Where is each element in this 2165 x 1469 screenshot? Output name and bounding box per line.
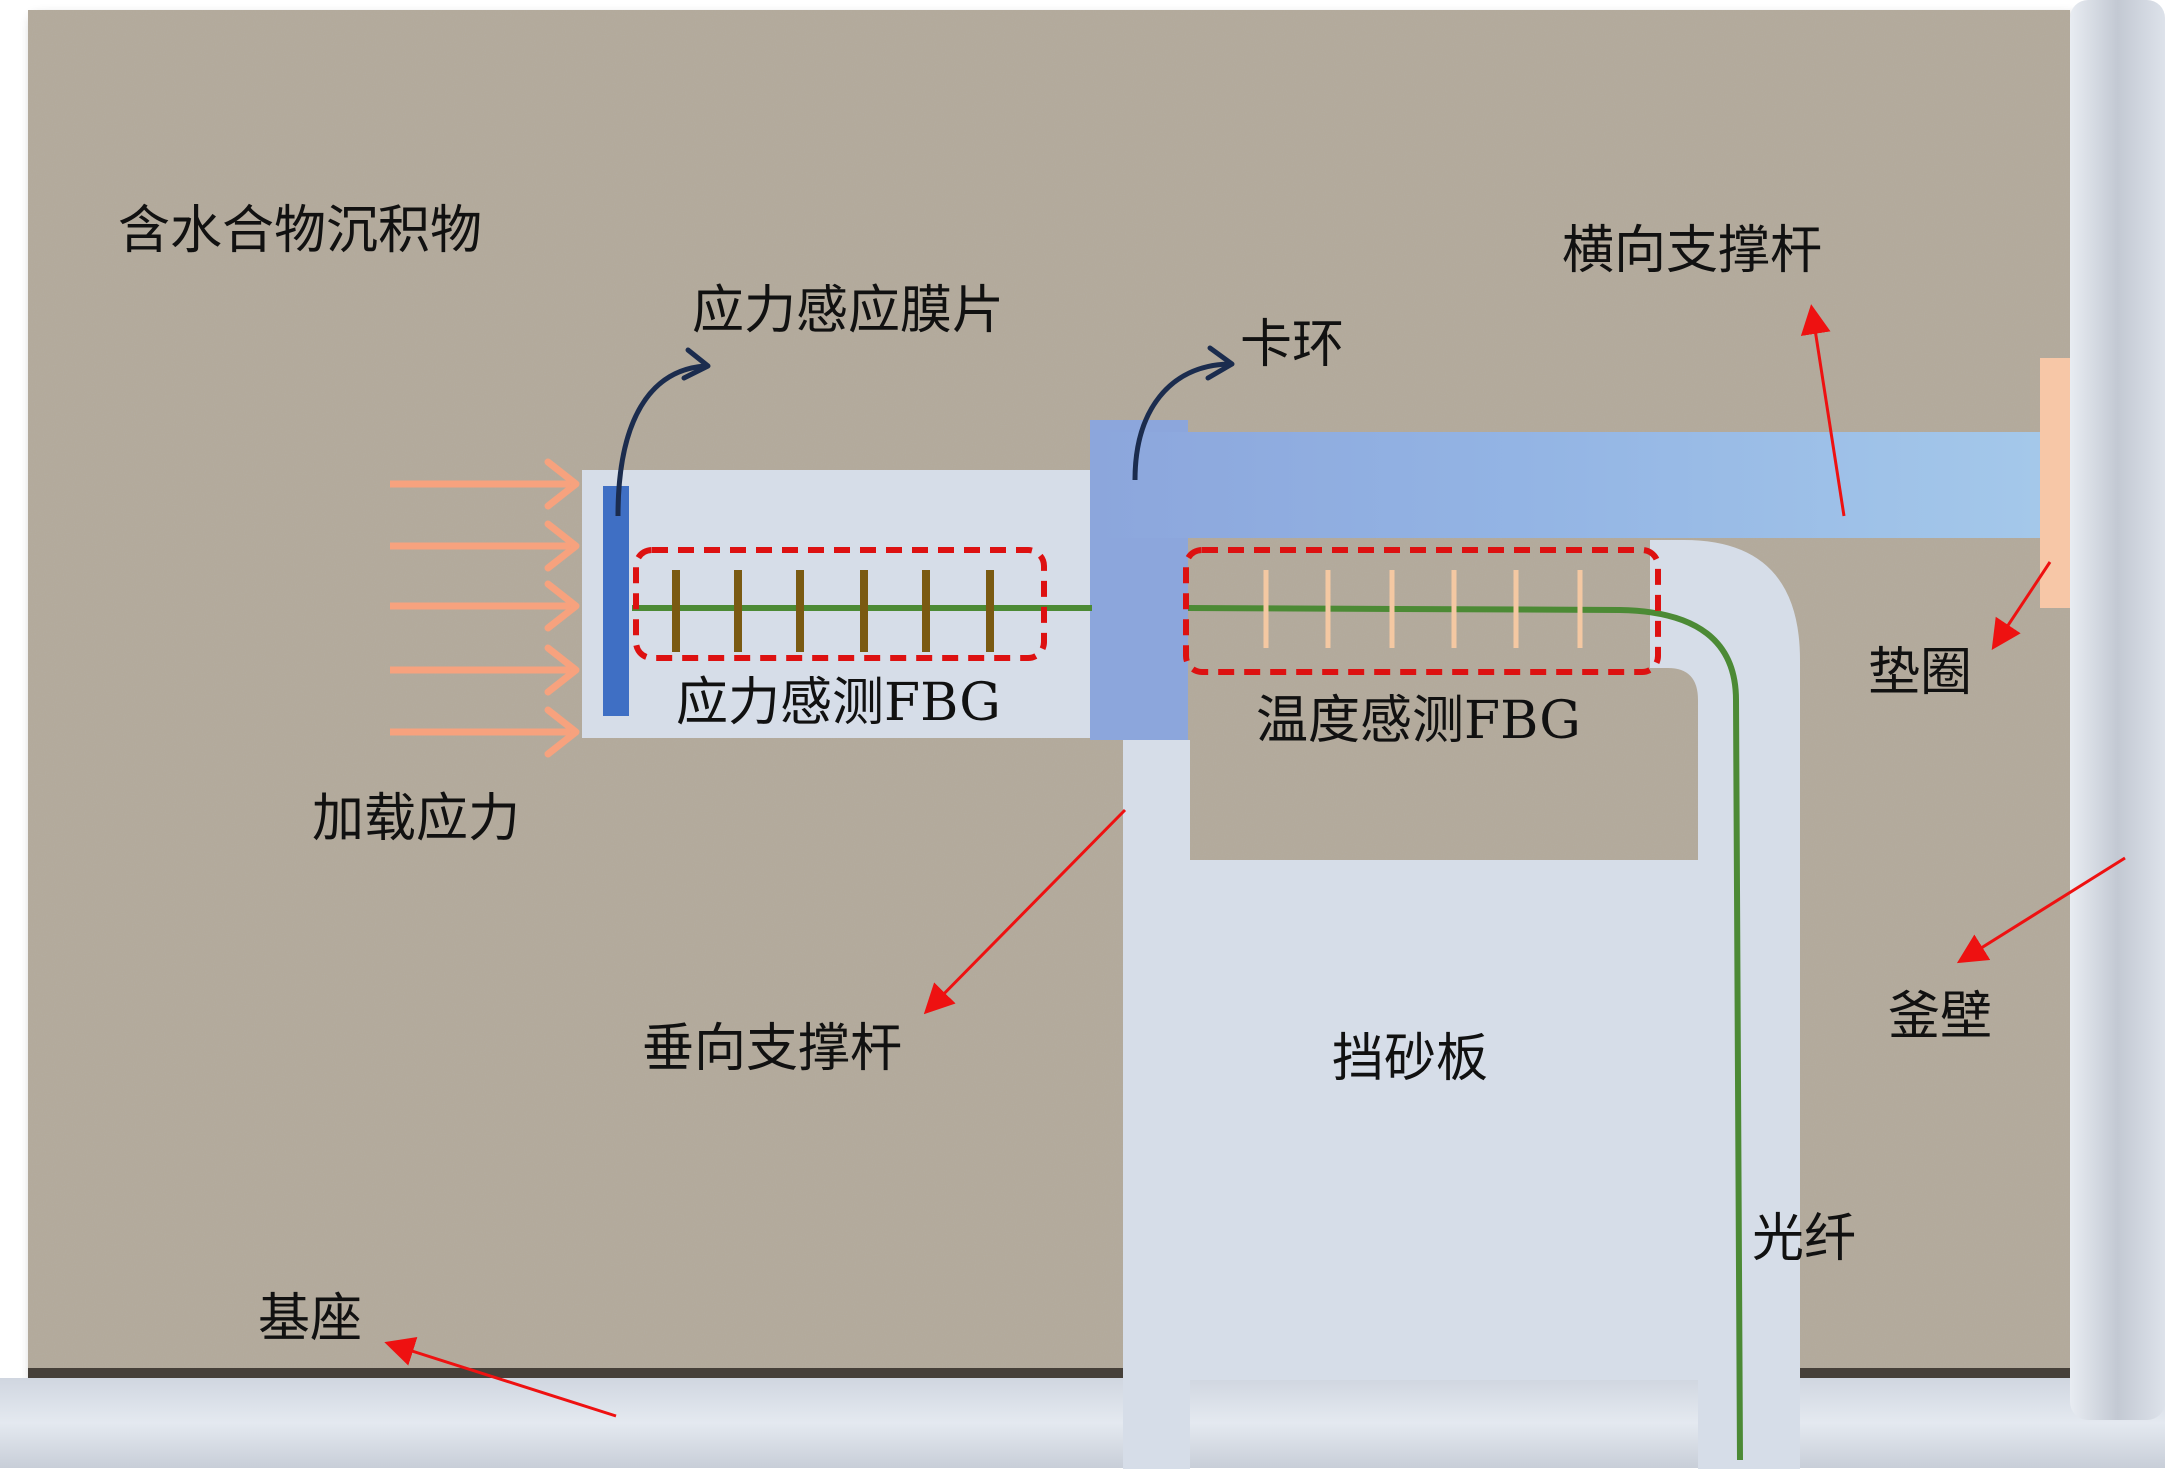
load-arrow-head xyxy=(544,520,580,572)
kettle-wall-pointer xyxy=(1956,856,2126,964)
clamp-arrowhead xyxy=(1205,345,1235,381)
optical-fiber-label: 光纤 xyxy=(1752,1209,1856,1269)
gasket-label: 垫圈 xyxy=(1868,643,1972,703)
base-plate xyxy=(0,1378,2165,1468)
base-label: 基座 xyxy=(258,1289,362,1349)
stress-fbg-box xyxy=(633,547,1047,661)
vertical-rod-label: 垂向支撑杆 xyxy=(642,1019,902,1079)
stress-housing xyxy=(582,470,1092,738)
load-arrow-head xyxy=(544,580,580,632)
gasket-pointer xyxy=(1991,561,2052,651)
stress-membrane xyxy=(603,486,629,716)
optical-fiber xyxy=(1187,605,1743,1461)
sand-baffle xyxy=(1123,540,1800,1469)
temp-fbg-label: 温度感测FBG xyxy=(1256,691,1581,751)
clamp-ring-label: 卡环 xyxy=(1240,315,1344,375)
horizontal-rod-pointer xyxy=(1800,304,1846,517)
kettle-wall xyxy=(2070,0,2165,1420)
load-arrow-head xyxy=(544,644,580,696)
load-stress-arrows xyxy=(390,458,580,758)
load-stress-label: 加载应力 xyxy=(312,789,520,849)
temp-fbg-gratings xyxy=(1263,570,1583,648)
gasket xyxy=(2040,358,2070,608)
membrane-label: 应力感应膜片 xyxy=(692,281,1004,341)
clamp-pointer-arrow xyxy=(1132,361,1229,481)
stress-fbg-label: 应力感测FBG xyxy=(676,673,1001,733)
kettle-wall-label: 釜壁 xyxy=(1888,987,1992,1047)
horizontal-rod-label: 横向支撑杆 xyxy=(1562,221,1822,281)
temp-fbg-box xyxy=(1183,547,1661,675)
vertical-rod-pointer xyxy=(923,808,1127,1015)
membrane-pointer-arrow xyxy=(615,363,706,517)
membrane-arrowhead xyxy=(681,347,711,381)
load-arrow-head xyxy=(544,706,580,758)
base-pointer xyxy=(384,1336,617,1418)
horizontal-support-rod xyxy=(1090,432,2040,538)
load-arrow-head xyxy=(544,458,580,510)
stress-fbg-gratings xyxy=(672,570,994,652)
sediment-label: 含水合物沉积物 xyxy=(118,201,482,261)
sand-baffle-label: 挡砂板 xyxy=(1332,1029,1488,1089)
